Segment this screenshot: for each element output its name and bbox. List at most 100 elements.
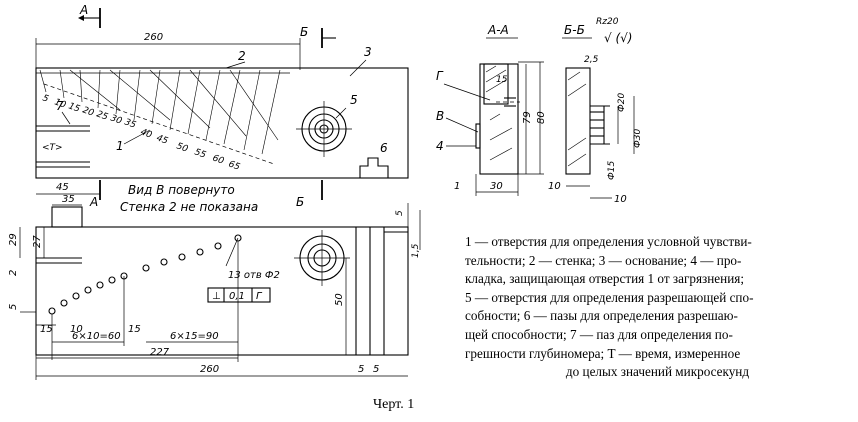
- dim-79: 79: [522, 111, 533, 124]
- wall-hatch: [39, 69, 281, 155]
- scale-numbers: 5 10 15 20 25 30 35 40 45 50 55 60 65: [41, 93, 241, 172]
- scale-5: 5: [41, 93, 50, 104]
- hole: [108, 276, 116, 284]
- label-2: 2: [238, 49, 246, 63]
- cut-mark-b-top: Б: [300, 25, 308, 39]
- scale-30: 30: [109, 113, 123, 126]
- scale-65: 65: [227, 159, 241, 172]
- legend: 1 — отверстия для определения условной ч…: [465, 233, 850, 382]
- hole: [72, 292, 80, 300]
- dim-10: 10: [70, 324, 83, 335]
- dim-30: 30: [490, 181, 503, 192]
- view-note-1: Вид В повернуто: [128, 183, 235, 197]
- dim-45: 45: [56, 182, 69, 193]
- dim-35: 35: [62, 194, 75, 205]
- dim-1: 1: [454, 181, 460, 192]
- dim-2-5: 2,5: [584, 55, 599, 65]
- scale-55: 55: [193, 147, 207, 160]
- label-6: 6: [380, 141, 388, 155]
- dim-d15: Ф15: [607, 161, 617, 180]
- dim-2: 2: [8, 270, 19, 276]
- scale-25: 25: [95, 109, 109, 122]
- leader-5: [335, 107, 347, 119]
- dim-6x15: 6×15=90: [170, 331, 219, 342]
- cut-mark-a-bottom: А: [89, 195, 98, 209]
- section-b-hatch: [567, 71, 587, 167]
- base-body-top: [35, 67, 409, 179]
- label-5: 5: [350, 93, 358, 107]
- hole: [84, 286, 92, 294]
- leader-7: [61, 111, 71, 125]
- leader-G: [443, 83, 491, 101]
- scale-10: 10: [53, 97, 67, 110]
- hole: [178, 253, 186, 261]
- legend-line: 1 — отверстия для определения условной ч…: [465, 234, 752, 249]
- section-b-b-title: Б-Б: [564, 23, 585, 37]
- gasket-4: [475, 123, 481, 149]
- legend-line: грешности глубиномера; T — время, измере…: [465, 345, 741, 361]
- dim-6x10: 6×10=60: [72, 331, 121, 342]
- figure-caption: Черт. 1: [373, 397, 415, 412]
- leader-1: [123, 129, 151, 145]
- label-3: 3: [364, 45, 372, 59]
- dim-5-b: 5: [373, 364, 379, 375]
- legend-line: щей способности; 7 — паз для определения…: [465, 326, 733, 342]
- hole: [48, 307, 56, 315]
- section-a-hatch: [485, 65, 513, 161]
- section-a-a-title: А-А: [487, 23, 509, 37]
- view-note-2: Стенка 2 не показана: [120, 200, 258, 214]
- scale-line: [43, 83, 275, 165]
- dim-260-top: 260: [144, 32, 163, 43]
- dim-260-bottom: 260: [200, 364, 219, 375]
- dim-80: 80: [536, 111, 547, 124]
- top-view: А 260 Б 2 3: [35, 3, 409, 179]
- scale-20: 20: [81, 105, 95, 118]
- label-4: 4: [436, 139, 444, 153]
- dim-227: 227: [150, 347, 170, 358]
- scale-40: 40: [139, 127, 153, 140]
- cut-mark-b-bottom: Б: [296, 195, 304, 209]
- scale-35: 35: [123, 117, 137, 130]
- dim-50: 50: [334, 293, 345, 306]
- legend-line: кладка, защищающая отверстия 1 от загряз…: [465, 271, 744, 287]
- cut-mark-a-top: А: [79, 3, 88, 17]
- hole: [142, 264, 150, 272]
- scale-50: 50: [175, 141, 189, 154]
- datum-ref: Г: [256, 291, 263, 302]
- label-7: 7: [56, 99, 64, 113]
- arrow-head: [78, 15, 84, 21]
- legend-line: собности; 6 — пазы для определения разре…: [465, 308, 738, 324]
- dim-27: 27: [32, 235, 43, 248]
- leader-V: [445, 117, 479, 133]
- dim-5-right: 5: [395, 210, 405, 216]
- dim-1-5: 1,5: [411, 243, 421, 258]
- slot-6: [359, 157, 389, 178]
- leader-2: [225, 61, 246, 69]
- hole-note: 13 отв Ф2: [228, 270, 280, 281]
- roughness-value: Rz20: [596, 17, 619, 27]
- legend-line: 5 — отверстия для определения разрешающе…: [465, 289, 754, 305]
- label-1-top: 1: [116, 139, 124, 153]
- legend-line: до целых значений микросекунд: [565, 364, 750, 380]
- leader-holes: [225, 237, 239, 267]
- dim-29: 29: [8, 233, 19, 246]
- dim-5-left: 5: [8, 304, 19, 310]
- base-body-bottom: [35, 226, 409, 356]
- tolerance-frame: [207, 287, 271, 303]
- section-a-a: А-А Г В 4 79 80 30: [436, 23, 547, 196]
- scale-60: 60: [211, 153, 225, 166]
- hole: [96, 281, 104, 289]
- section-a-wall: [483, 63, 509, 105]
- section-b-b: Б-Б Rz20 √ (√) 2,5 Ф20 Ф30 Ф15 10 10: [548, 17, 643, 205]
- tolerance-value: 0,1: [229, 291, 245, 302]
- scale-15: 15: [67, 101, 81, 114]
- scale-45: 45: [155, 133, 169, 146]
- dim-10-b: 10: [614, 194, 627, 205]
- hole: [60, 299, 68, 307]
- slot-27: [51, 206, 83, 228]
- hole: [196, 248, 204, 256]
- bottom-view: 45 А Вид В повернуто Стенка 2 не показан…: [8, 180, 421, 380]
- perpendicular-symbol: ⊥: [212, 291, 221, 302]
- label-T: <T>: [42, 143, 63, 153]
